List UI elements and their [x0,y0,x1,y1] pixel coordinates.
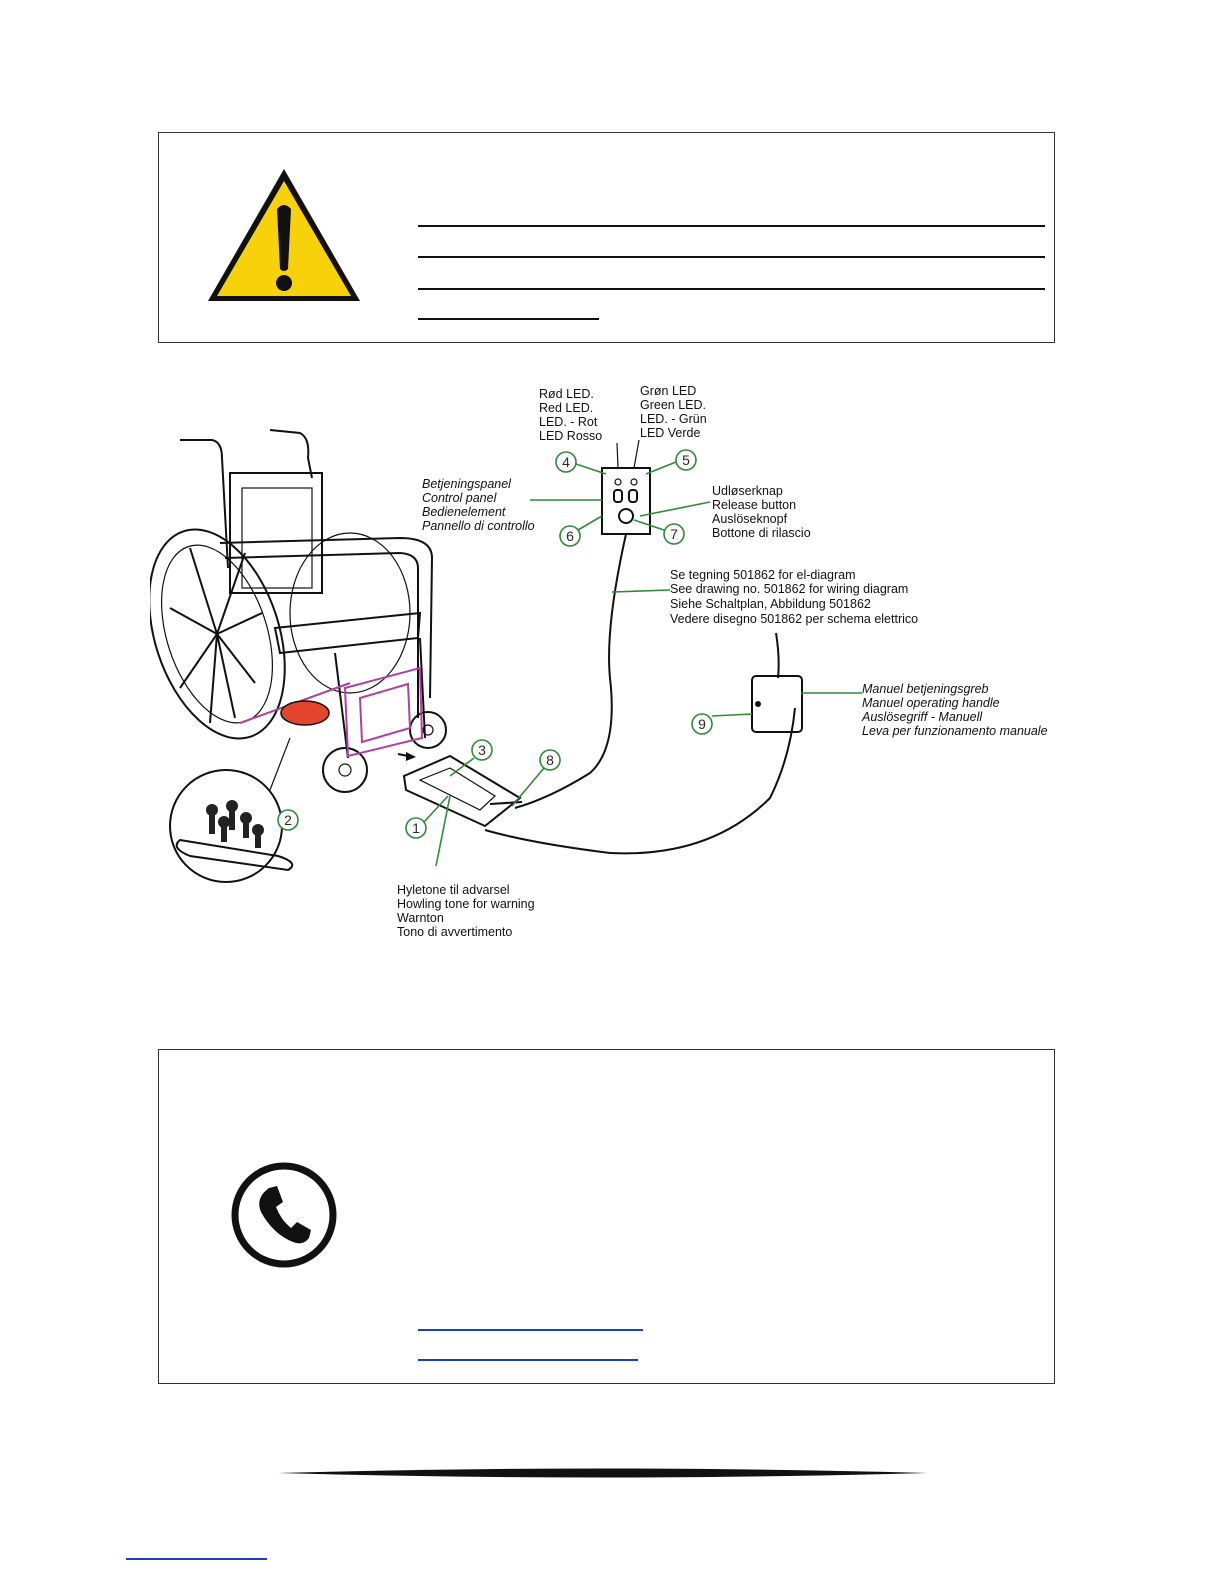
warning-line-4 [418,318,599,320]
svg-text:Control panel: Control panel [422,491,498,505]
warning-triangle-icon [208,169,360,301]
svg-text:LED Verde: LED Verde [640,426,701,440]
svg-text:3: 3 [478,742,486,758]
svg-text:Udløserknap: Udløserknap [712,484,783,498]
svg-text:Betjeningspanel: Betjeningspanel [422,477,512,491]
svg-text:Tono di avvertimento: Tono di avvertimento [397,925,512,939]
svg-text:Warnton: Warnton [397,911,444,925]
svg-text:8: 8 [546,752,554,768]
svg-text:LED. - Grün: LED. - Grün [640,412,707,426]
svg-text:9: 9 [698,716,706,732]
warning-line-3 [418,288,1045,290]
phone-icon [231,1162,337,1268]
callout-7: 7 [633,519,685,545]
svg-text:LED Rosso: LED Rosso [539,429,602,443]
svg-text:1: 1 [412,820,420,836]
alarm-system-diagram: 4 5 6 7 3 8 1 2 9 Rød LED. [150,384,1048,939]
svg-text:Siehe Schaltplan, Abbildung 50: Siehe Schaltplan, Abbildung 501862 [670,597,871,611]
svg-text:See drawing no. 501862 for wir: See drawing no. 501862 for wiring diagra… [670,582,908,596]
warning-line-2 [418,256,1045,258]
contact-link-2[interactable] [418,1359,638,1361]
svg-text:Rød LED.: Rød LED. [539,387,594,401]
svg-text:Bedienelement: Bedienelement [422,505,506,519]
svg-text:Grøn LED: Grøn LED [640,384,696,398]
manual-handle-box [751,675,803,733]
red-sensor-part [280,700,330,726]
callout-5: 5 [645,449,697,475]
wiring-diagram-label: Se tegning 501862 for el-diagram See dra… [670,568,918,626]
svg-text:Bottone di rilascio: Bottone di rilascio [712,526,811,540]
callout-3: 3 [449,739,493,777]
svg-text:Manuel betjeningsgreb: Manuel betjeningsgreb [862,682,989,696]
svg-text:4: 4 [562,454,570,470]
svg-text:Se tegning 501862 for el-diagr: Se tegning 501862 for el-diagram [670,568,856,582]
svg-text:LED. - Rot: LED. - Rot [539,415,598,429]
warning-tone-label: Hyletone til advarsel Howling tone for w… [397,883,535,939]
callout-2: 2 [277,809,299,831]
svg-text:Manuel operating handle: Manuel operating handle [862,696,1000,710]
red-led-label: Rød LED. Red LED. LED. - Rot LED Rosso [539,387,602,443]
svg-text:Pannello di controllo: Pannello di controllo [422,519,535,533]
release-button-label: Udløserknap Release button Auslöseknopf … [712,484,811,540]
green-led-label: Grøn LED Green LED. LED. - Grün LED Verd… [640,384,707,440]
svg-text:Vedere disegno 501862 per sche: Vedere disegno 501862 per schema elettri… [670,612,918,626]
svg-text:Release button: Release button [712,498,796,512]
zoom-detail [169,737,294,883]
callout-6: 6 [559,515,603,547]
svg-text:Auslöseknopf: Auslöseknopf [712,512,788,526]
svg-text:2: 2 [284,812,292,828]
alarm-unit [402,754,523,828]
wheelchair-drawing [150,429,447,793]
contact-box [158,1049,1055,1384]
callout-1: 1 [405,795,449,839]
svg-text:Red LED.: Red LED. [539,401,593,415]
svg-text:Hyletone til advarsel: Hyletone til advarsel [397,883,510,897]
manual-handle-label: Manuel betjeningsgreb Manuel operating h… [861,682,1048,738]
footer-divider [278,1468,928,1478]
callout-9: 9 [691,713,753,735]
warning-line-1 [418,225,1045,227]
svg-text:7: 7 [670,526,678,542]
svg-text:5: 5 [682,452,690,468]
svg-text:Green LED.: Green LED. [640,398,706,412]
contact-link-1[interactable] [418,1329,643,1331]
warning-box [158,132,1055,343]
callout-8: 8 [511,749,561,807]
control-panel-label: Betjeningspanel Control panel Bedienelem… [422,477,535,533]
svg-text:Leva per funzionamento manuale: Leva per funzionamento manuale [862,724,1048,738]
callout-4: 4 [555,451,607,475]
svg-text:Auslösegriff - Manuell: Auslösegriff - Manuell [861,710,983,724]
svg-text:6: 6 [566,528,574,544]
svg-text:Howling tone for warning: Howling tone for warning [397,897,535,911]
control-panel [601,467,651,535]
footer-link[interactable] [126,1558,267,1560]
